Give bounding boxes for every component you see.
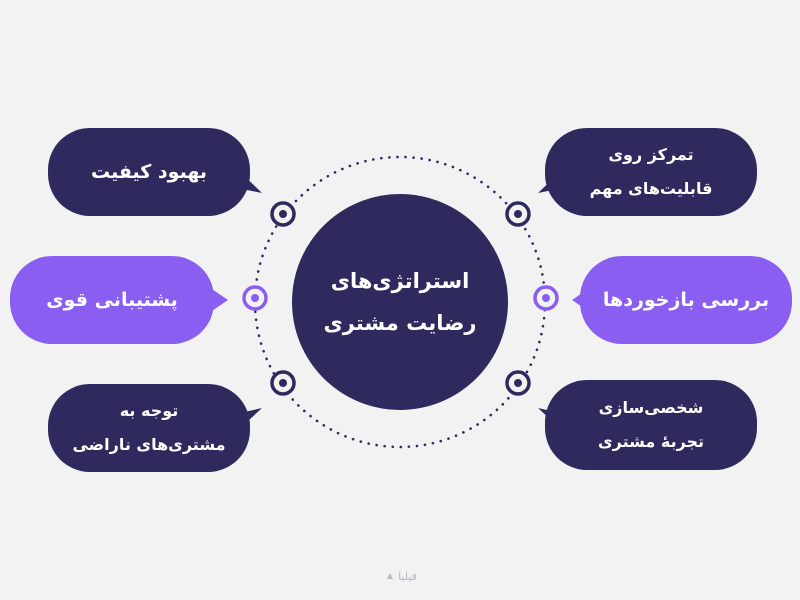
watermark: فیلیا bbox=[366, 566, 436, 586]
bubble-label-line-2: قابلیت‌های مهم bbox=[589, 179, 713, 198]
bubble-feedback-review: بررسی بازخوردها bbox=[580, 256, 792, 344]
bubble-key-features-focus: تمرکز روی قابلیت‌های مهم bbox=[545, 128, 757, 216]
center-title-line-2: رضایت مشتری bbox=[323, 311, 477, 335]
connector-dot-middle-left bbox=[242, 285, 268, 311]
bubble-label-line-1: شخصی‌سازی bbox=[598, 398, 704, 417]
center-title-line-1: استراتژی‌های bbox=[330, 269, 470, 293]
connector-dot-bottom-right bbox=[505, 370, 531, 396]
connector-dot-top-left bbox=[270, 201, 296, 227]
bubble-label: بررسی بازخوردها bbox=[602, 289, 770, 311]
connector-dot-bottom-left bbox=[270, 370, 296, 396]
bubble-label-line-1: توجه به bbox=[119, 401, 179, 420]
connector-dot-top-right bbox=[505, 201, 531, 227]
connector-dot-middle-right bbox=[533, 285, 559, 311]
watermark-text: فیلیا bbox=[398, 569, 417, 583]
bubble-personalized-experience: شخصی‌سازی تجربهٔ مشتری bbox=[545, 380, 757, 470]
bubble-label: پشتیبانی قوی bbox=[46, 289, 178, 311]
bubble-label-line-1: تمرکز روی bbox=[608, 145, 694, 164]
bubble-strong-support: پشتیبانی قوی bbox=[10, 256, 214, 344]
logo-icon bbox=[387, 573, 394, 579]
bubble-unhappy-customers: توجه به مشتری‌های ناراضی bbox=[48, 384, 250, 472]
bubble-label: بهبود کیفیت bbox=[90, 161, 208, 183]
bubble-label-line-2: مشتری‌های ناراضی bbox=[72, 435, 226, 454]
bubble-quality-improvement: بهبود کیفیت bbox=[48, 128, 250, 216]
center-topic-circle: استراتژی‌های رضایت مشتری bbox=[292, 194, 508, 410]
bubble-label-line-2: تجربهٔ مشتری bbox=[597, 432, 705, 451]
